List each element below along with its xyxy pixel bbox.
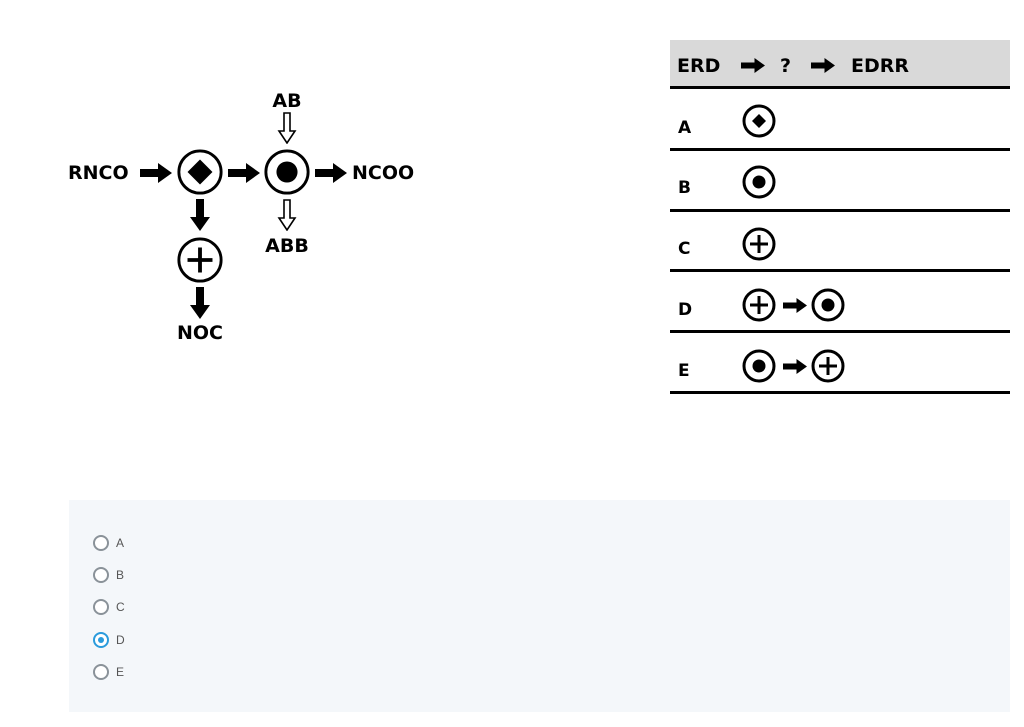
option-e[interactable]: E xyxy=(93,662,124,682)
row-letter: D xyxy=(678,300,692,320)
option-d[interactable]: D xyxy=(93,630,125,650)
option-label: D xyxy=(116,633,125,647)
plus-circle-icon xyxy=(176,236,224,284)
plus-circle-icon xyxy=(742,227,776,261)
side-in-label: AB xyxy=(272,90,301,112)
divider xyxy=(670,330,1010,333)
option-label: A xyxy=(116,536,125,550)
radio-button[interactable] xyxy=(93,632,109,648)
row-letter: E xyxy=(678,361,690,381)
dot-circle-icon xyxy=(811,288,845,322)
option-c[interactable]: C xyxy=(93,597,125,617)
divider xyxy=(670,86,1010,89)
header-middle: ? xyxy=(780,55,791,77)
divider xyxy=(670,391,1010,394)
arrow-right-icon xyxy=(228,163,260,183)
arrow-down-icon xyxy=(190,199,210,231)
arrow-right-icon xyxy=(140,163,172,183)
side-out-label: ABB xyxy=(265,235,309,257)
row-letter: B xyxy=(678,178,691,198)
option-a[interactable]: A xyxy=(93,533,124,553)
radio-button[interactable] xyxy=(93,599,109,615)
output-label: NCOO xyxy=(352,162,414,184)
answer-panel: A B C D E xyxy=(69,500,1010,712)
hollow-arrow-down-icon xyxy=(278,199,296,231)
options-table: ERD ? EDRR A B C D E xyxy=(670,40,1010,394)
option-label: B xyxy=(116,568,125,582)
table-header xyxy=(670,40,1010,87)
plus-circle-icon xyxy=(811,349,845,383)
diamond-circle-icon xyxy=(742,104,776,138)
plus-circle-icon xyxy=(742,288,776,322)
dot-circle-icon xyxy=(264,149,310,195)
question-figure: RNCO NCOO AB ABB NOC ERD ? EDRR A B C D … xyxy=(68,40,1010,394)
dot-circle-icon xyxy=(742,349,776,383)
row-letter: C xyxy=(678,239,690,259)
hollow-arrow-down-icon xyxy=(278,112,296,144)
dot-circle-icon xyxy=(742,165,776,199)
header-end: EDRR xyxy=(851,55,909,77)
diamond-circle-icon xyxy=(177,149,223,195)
arrow-down-icon xyxy=(190,287,210,319)
bottom-label: NOC xyxy=(177,322,223,344)
arrow-right-icon xyxy=(783,359,807,374)
arrow-right-icon xyxy=(315,163,347,183)
option-label: C xyxy=(116,600,125,614)
divider xyxy=(670,269,1010,272)
divider xyxy=(670,148,1010,151)
arrow-right-icon xyxy=(783,298,807,313)
divider xyxy=(670,209,1010,212)
radio-button[interactable] xyxy=(93,664,109,680)
input-label: RNCO xyxy=(68,162,129,184)
option-b[interactable]: B xyxy=(93,565,124,585)
option-label: E xyxy=(116,665,125,679)
radio-button[interactable] xyxy=(93,535,109,551)
header-start: ERD xyxy=(677,55,720,77)
row-letter: A xyxy=(678,118,692,138)
radio-button[interactable] xyxy=(93,567,109,583)
